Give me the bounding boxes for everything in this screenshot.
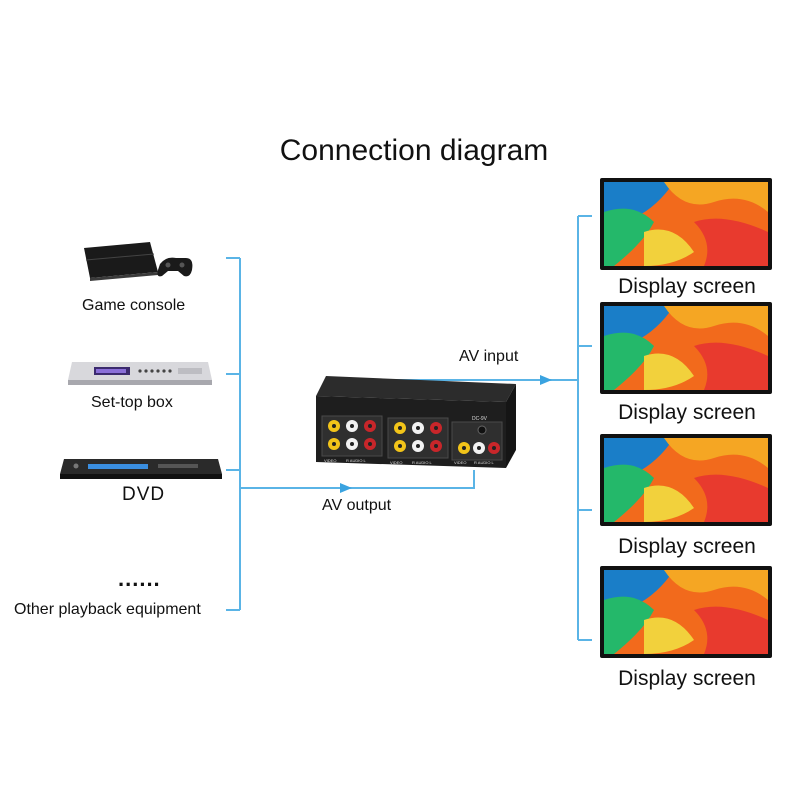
av-output-label: AV output xyxy=(322,497,392,514)
source-label-other: Other playback equipment xyxy=(14,601,201,618)
ellipsis-icon: ...... xyxy=(118,566,161,591)
port-label: VIDEO xyxy=(390,460,402,465)
display-screen-1 xyxy=(600,178,772,270)
av-switcher-device: DC-9V VIDEO R AUDIO L VIDEO R AUDIO L VI… xyxy=(316,376,516,468)
display-artwork xyxy=(604,438,768,522)
port-label: VIDEO xyxy=(324,458,336,463)
display-artwork xyxy=(604,306,768,390)
display-label-3: Display screen xyxy=(618,535,756,558)
game-console-icon xyxy=(84,242,193,281)
av-output-line xyxy=(240,470,475,489)
dvd-player-icon xyxy=(60,459,222,479)
set-top-box-icon xyxy=(68,362,212,385)
rca-jacks xyxy=(328,420,500,454)
av-input-label: AV input xyxy=(459,348,519,365)
port-label: R AUDIO L xyxy=(412,460,433,465)
display-label-1: Display screen xyxy=(618,275,756,298)
port-label: VIDEO xyxy=(454,460,466,465)
display-artwork xyxy=(604,182,768,266)
port-label: R AUDIO L xyxy=(346,458,367,463)
display-screen-4 xyxy=(600,566,772,658)
display-screen-3 xyxy=(600,434,772,526)
display-artwork xyxy=(604,570,768,654)
av-input-arrow xyxy=(540,375,552,385)
display-screen-2 xyxy=(600,302,772,394)
power-label: DC-9V xyxy=(472,416,488,422)
display-label-4: Display screen xyxy=(618,667,756,690)
port-label: R AUDIO L xyxy=(474,460,495,465)
display-label-2: Display screen xyxy=(618,401,756,424)
source-label-dvd: DVD xyxy=(122,484,166,505)
diagram-title: Connection diagram xyxy=(279,134,549,167)
av-output-arrow xyxy=(340,483,352,493)
source-label-game-console: Game console xyxy=(82,297,186,314)
source-label-set-top-box: Set-top box xyxy=(91,394,173,411)
